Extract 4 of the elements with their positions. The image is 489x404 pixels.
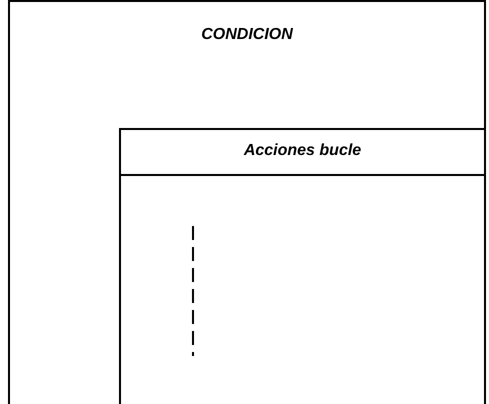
box-heading: CONDICION [201, 26, 293, 44]
inner-box [119, 128, 486, 404]
outer-box [8, 0, 486, 404]
box-heading: Acciones bucle [244, 142, 362, 160]
